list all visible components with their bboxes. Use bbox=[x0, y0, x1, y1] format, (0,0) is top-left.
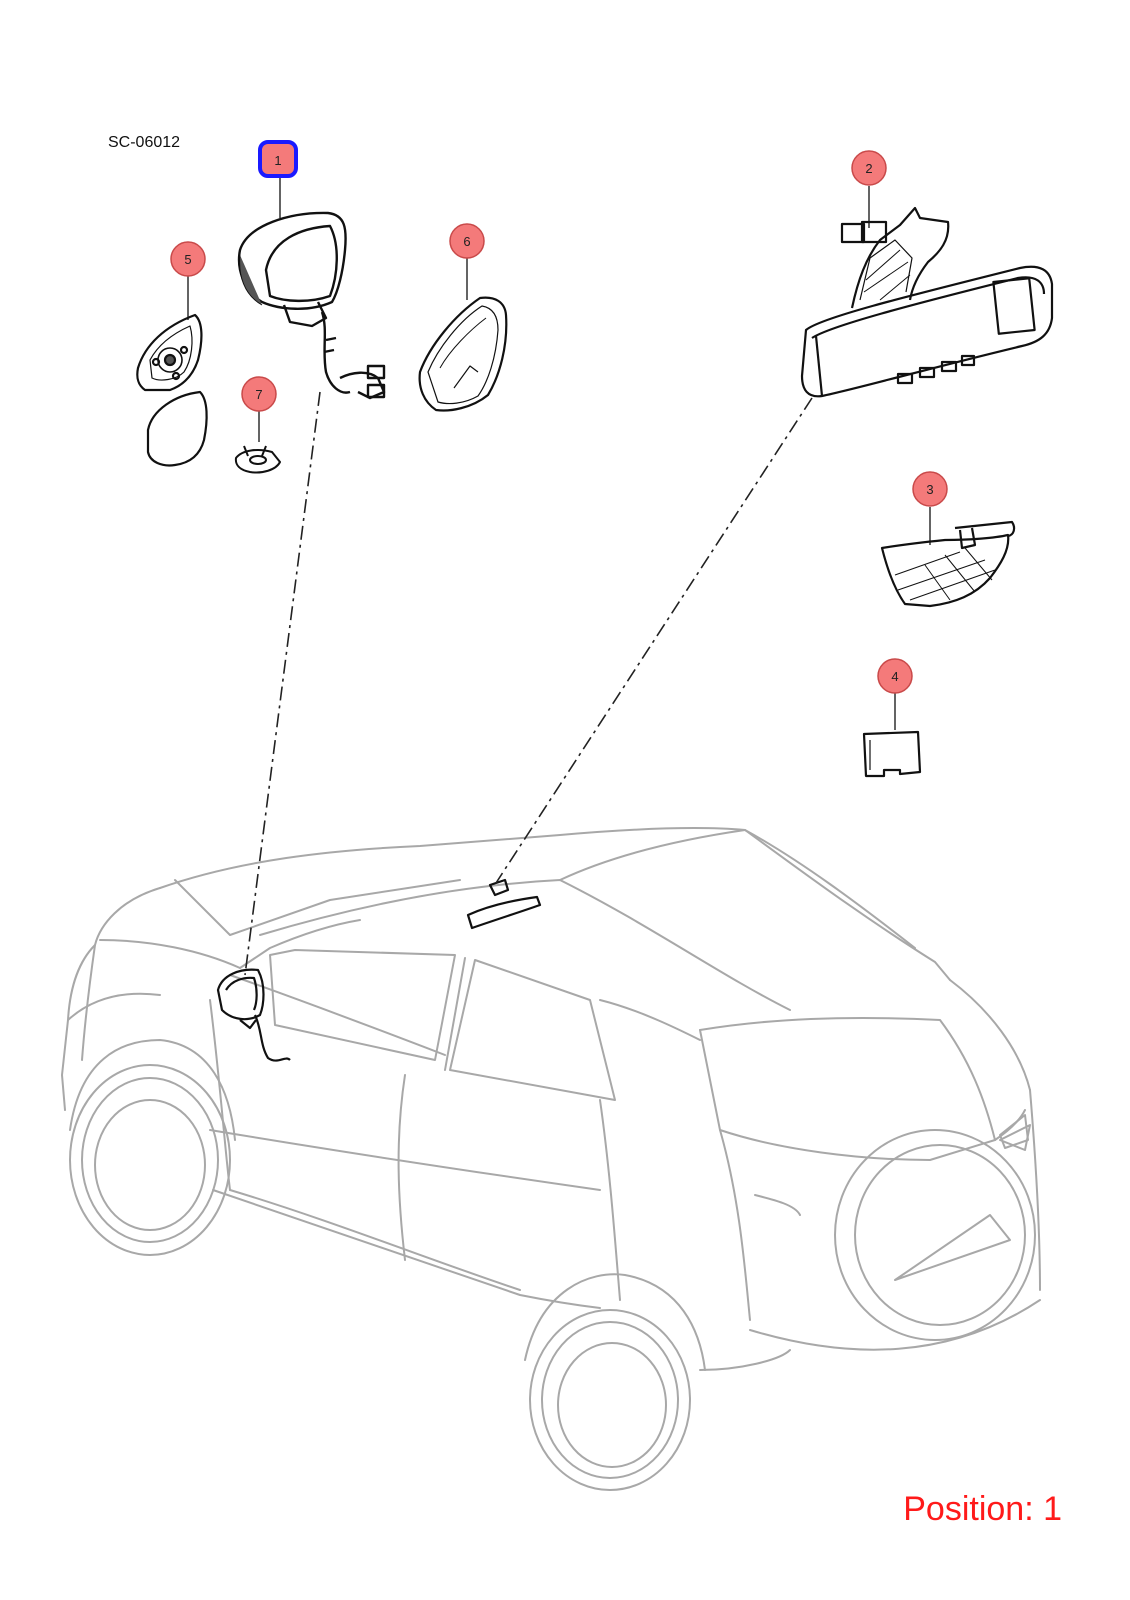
callout-1-label: 1 bbox=[274, 153, 281, 168]
callout-2[interactable]: 2 bbox=[851, 150, 887, 186]
part-interior-mirror[interactable] bbox=[800, 206, 1054, 398]
leader-line-interior-mirror bbox=[495, 397, 813, 884]
part-mirror-housing-cover[interactable] bbox=[418, 296, 508, 412]
callout-5-label: 5 bbox=[184, 252, 191, 267]
part-mirror-clip[interactable] bbox=[234, 445, 281, 474]
part-mirror-glass[interactable] bbox=[136, 313, 208, 467]
callout-6[interactable]: 6 bbox=[449, 223, 485, 259]
callout-5[interactable]: 5 bbox=[170, 241, 206, 277]
selected-callout-frame bbox=[258, 140, 298, 178]
part-mirror-cover[interactable] bbox=[880, 520, 1016, 608]
diagram-code: SC-06012 bbox=[108, 134, 181, 151]
part-exterior-mirror-assembly[interactable] bbox=[237, 211, 386, 400]
leader-line-exterior-mirror bbox=[244, 391, 321, 976]
callout-3[interactable]: 3 bbox=[912, 471, 948, 507]
callout-6-label: 6 bbox=[463, 234, 470, 249]
callout-4[interactable]: 4 bbox=[877, 658, 913, 694]
leader-lines bbox=[244, 391, 813, 976]
vehicle-interior-mirror bbox=[466, 878, 542, 930]
callout-4-label: 4 bbox=[891, 669, 898, 684]
vehicle-illustration bbox=[61, 826, 1041, 1491]
callout-3-label: 3 bbox=[926, 482, 933, 497]
part-memory-card[interactable] bbox=[862, 730, 922, 778]
callout-connectors bbox=[187, 177, 931, 730]
callout-7-label: 7 bbox=[255, 387, 262, 402]
vehicle-exterior-mirror bbox=[216, 968, 291, 1062]
callout-2-label: 2 bbox=[865, 161, 872, 176]
callout-1[interactable]: 1 bbox=[258, 140, 298, 178]
callout-7[interactable]: 7 bbox=[241, 376, 277, 412]
position-indicator: Position: 1 bbox=[903, 1490, 1062, 1528]
